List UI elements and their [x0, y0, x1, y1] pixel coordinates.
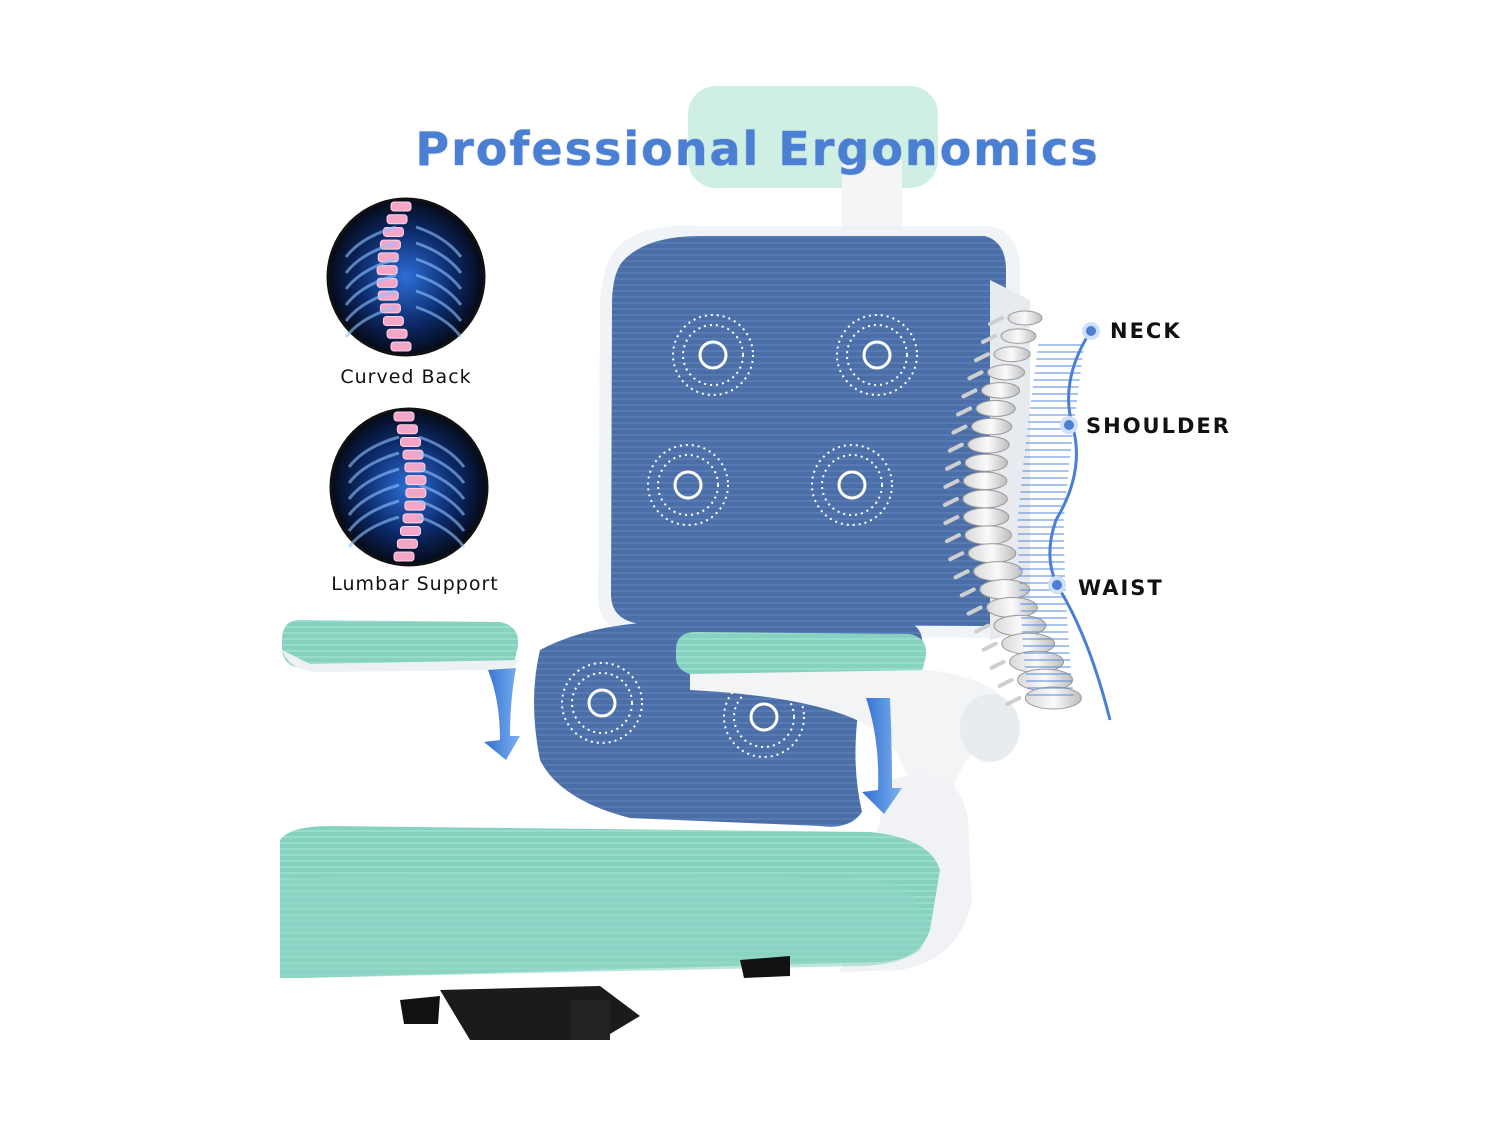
lumbar-spine-xray-icon [329, 407, 489, 567]
spine-curve-diagram [1017, 322, 1112, 721]
feature-label-lumbar-support: Lumbar Support [331, 573, 499, 595]
spine-label-neck: NECK [1110, 319, 1182, 343]
backrest [598, 225, 1030, 640]
feature-label-curved-back: Curved Back [340, 366, 472, 388]
massage-node-icons [647, 314, 918, 526]
chair-base [400, 956, 790, 1040]
seat-cushion [280, 826, 940, 978]
curved-back-spine-xray-icon [326, 197, 486, 357]
flip-arrow-right-icon [862, 698, 902, 814]
headrest [688, 86, 938, 230]
spine-label-waist: WAIST [1078, 576, 1164, 600]
flip-arrow-left-icon [484, 668, 520, 760]
spine-label-shoulder: SHOULDER [1086, 414, 1231, 438]
page-title: Professional Ergonomics [415, 122, 1100, 176]
armrest-left [282, 620, 520, 672]
spine-illustration [942, 310, 1082, 710]
